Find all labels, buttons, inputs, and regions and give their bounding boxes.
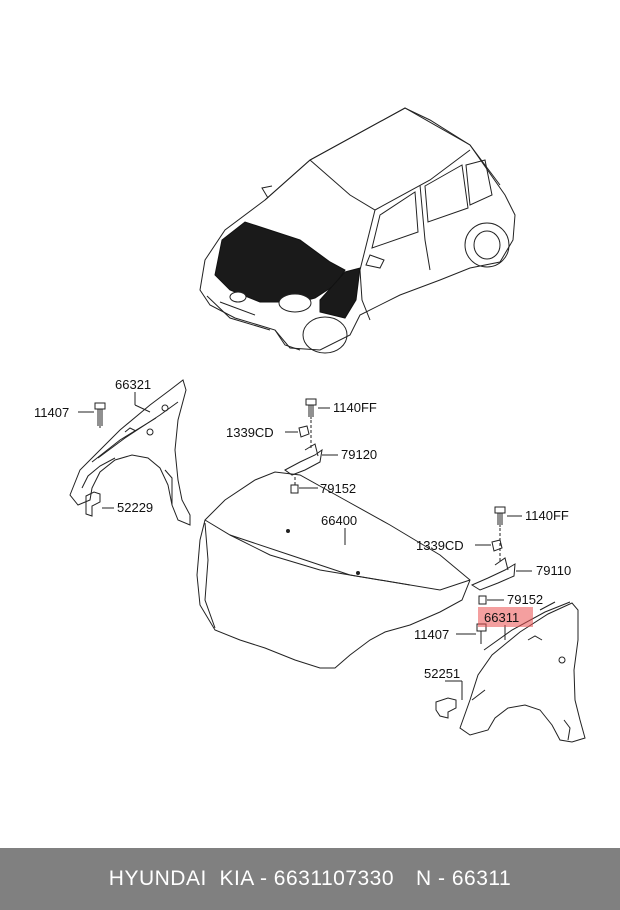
bolt-11407-right [476,623,487,644]
label-52229[interactable]: 52229 [117,500,154,515]
label-66400[interactable]: 66400 [321,513,358,528]
leader-lines [78,392,532,700]
label-1140FF-right[interactable]: 1140FF [525,508,569,523]
right-fender-66311 [459,601,586,743]
bolt-11407-left [94,402,106,428]
footer-text: HYUNDAI KIA - 6631107330 N - 66311 [109,867,511,891]
label-1339CD-top[interactable]: 1339CD [226,425,274,440]
bracket-52251 [435,697,457,719]
hinge-79120 [284,443,323,476]
label-1339CD-right[interactable]: 1339CD [416,538,464,553]
footer-brand-part-number: HYUNDAI KIA - 6631107330 [108,867,395,890]
label-79152-top[interactable]: 79152 [320,481,357,496]
left-fender-66321 [69,379,191,526]
bracket-52229 [85,491,101,517]
footer-part-code: N - 66311 [416,867,512,890]
label-52251[interactable]: 52251 [424,666,461,681]
label-66321[interactable]: 66321 [115,377,152,392]
footer-bar: HYUNDAI KIA - 6631107330 N - 66311 [0,848,620,910]
label-1140FF-top[interactable]: 1140FF [333,400,377,415]
label-79152-right[interactable]: 79152 [507,592,544,607]
part-highlight-66311 [478,607,533,627]
bolt-1140FF-top [305,398,317,419]
label-79120[interactable]: 79120 [341,447,378,462]
nut-1339CD-top [298,425,310,438]
label-11407-right[interactable]: 11407 [414,627,450,642]
nut-1339CD-right [491,539,503,552]
hood-66400 [196,471,471,669]
parts-diagram [69,107,586,743]
bolt-79152-top [290,484,299,494]
bolt-1140FF-right [494,506,506,527]
car-illustration [199,107,516,354]
label-66311[interactable]: 66311 [484,610,520,625]
bolt-79152-right [478,595,487,605]
label-79110[interactable]: 79110 [536,563,572,578]
label-11407-left[interactable]: 11407 [34,405,70,420]
car-hood-dark [214,221,361,319]
hinge-79110 [470,557,516,591]
